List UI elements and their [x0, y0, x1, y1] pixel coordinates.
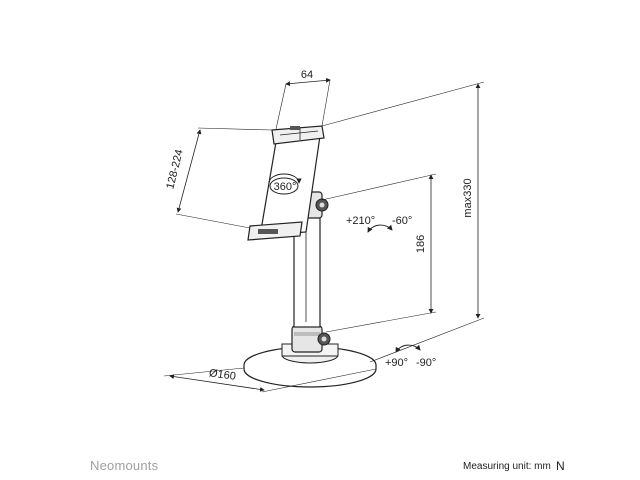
width-dimension: 64 — [275, 69, 331, 130]
pole — [293, 214, 321, 328]
max-height-dimension: max330 — [321, 81, 485, 363]
base-diameter-label: Ø160 — [208, 367, 236, 383]
rotation-label: 360° — [274, 181, 297, 193]
brand-logo-text: Neomounts — [90, 458, 159, 473]
base-diameter-dimension: Ø160 — [163, 367, 377, 393]
base-rotate-pos-label: +90° — [385, 357, 408, 369]
clamp-dimension: 128-224 — [164, 127, 273, 229]
clamp-range-label: 128-224 — [164, 148, 185, 190]
pole-height-dimension: 186 — [321, 173, 437, 333]
tilt-indicator: +210° -60° — [346, 215, 412, 233]
base-rotate-neg-label: -90° — [416, 357, 436, 369]
tilt-up-label: +210° — [346, 215, 375, 227]
measuring-unit-label: Measuring unit: mm — [463, 461, 551, 472]
pole-height-label: 186 — [415, 235, 427, 253]
unit-mark: N — [556, 459, 565, 473]
lower-joint — [291, 325, 331, 353]
width-label: 64 — [301, 69, 313, 81]
max-height-label: max330 — [462, 178, 474, 217]
base-rotation-indicator: +90° -90° — [385, 344, 436, 369]
tilt-down-label: -60° — [392, 215, 412, 227]
rotation-indicator: 360° — [268, 173, 302, 195]
